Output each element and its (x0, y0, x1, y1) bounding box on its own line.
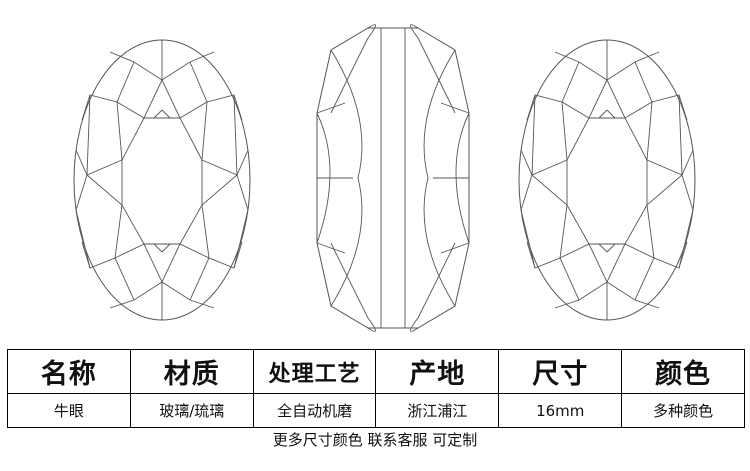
spec-table: 名称 材质 处理工艺 产地 尺寸 颜色 牛眼 玻璃/琉璃 全自动机磨 浙江浦江 … (7, 349, 745, 428)
front-view-drawing (73, 39, 251, 321)
value-name: 牛眼 (7, 393, 131, 428)
header-size: 尺寸 (498, 349, 623, 394)
customization-note: 更多尺寸颜色 联系客服 可定制 (272, 431, 478, 449)
header-material: 材质 (129, 349, 254, 394)
back-view-drawing (518, 39, 696, 321)
value-material: 玻璃/琉璃 (129, 393, 254, 428)
header-origin: 产地 (375, 349, 500, 394)
product-drawings (73, 24, 696, 332)
header-name: 名称 (7, 349, 131, 394)
header-process: 处理工艺 (252, 349, 377, 394)
value-color: 多种颜色 (621, 393, 745, 428)
spec-header-row: 名称 材质 处理工艺 产地 尺寸 颜色 (7, 349, 745, 394)
value-origin: 浙江浦江 (375, 393, 500, 428)
side-view-drawing (316, 24, 470, 332)
value-size: 16mm (498, 393, 623, 428)
value-process: 全自动机磨 (252, 393, 377, 428)
header-color: 颜色 (621, 349, 745, 394)
spec-value-row: 牛眼 玻璃/琉璃 全自动机磨 浙江浦江 16mm 多种颜色 (7, 393, 745, 428)
